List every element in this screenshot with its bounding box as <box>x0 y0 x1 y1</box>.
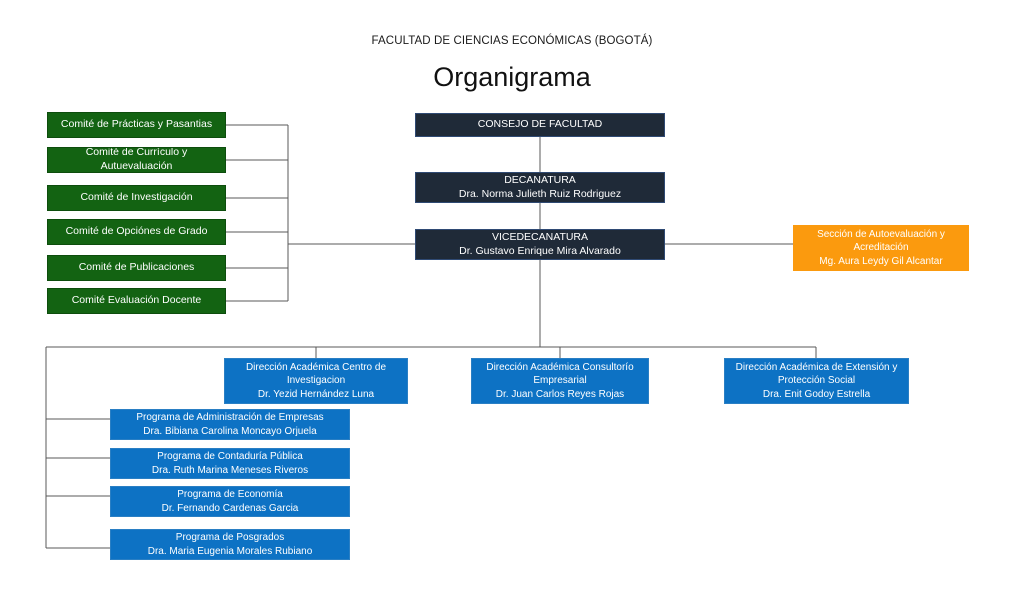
seccion-autoevaluacion-box[interactable]: Sección de Autoevaluación y Acreditación… <box>793 225 969 271</box>
committee-box[interactable]: Comité de Opciónes de Grado <box>47 219 226 245</box>
node-person: Dra. Bibiana Carolina Moncayo Orjuela <box>143 425 317 437</box>
node-person: Dra. Norma Julieth Ruiz Rodriguez <box>458 187 622 200</box>
committee-box[interactable]: Comité de Publicaciones <box>47 255 226 281</box>
node-title-line1: Dirección Académica Consultorío <box>486 362 634 374</box>
node-title-line1: Sección de Autoevaluación y <box>817 229 945 241</box>
page-title: Organigrama <box>433 62 591 92</box>
node-title: Programa de Administración de Empresas <box>136 412 324 424</box>
vicedecanatura-box[interactable]: VICEDECANATURA Dr. Gustavo Enrique Mira … <box>415 229 665 260</box>
node-person: Dr. Fernando Cardenas Garcia <box>161 502 299 514</box>
programa-box[interactable]: Programa de Posgrados Dra. Maria Eugenia… <box>110 529 350 560</box>
node-title: VICEDECANATURA <box>491 230 589 243</box>
node-title: Programa de Posgrados <box>175 532 285 544</box>
node-title-line2: Investigacion <box>286 375 346 387</box>
node-title-line2: Acreditación <box>853 242 909 254</box>
node-title-line1: Dirección Académica de Extensión y <box>735 362 898 374</box>
node-title: CONSEJO DE FACULTAD <box>477 118 603 131</box>
node-title-line2: Protección Social <box>777 375 856 387</box>
node-title-line2: Empresarial <box>533 375 587 387</box>
node-title: Programa de Contaduría Pública <box>157 451 303 463</box>
node-person: Dra. Enit Godoy Estrella <box>762 388 871 400</box>
committee-box[interactable]: Comité Evaluación Docente <box>47 288 226 314</box>
committee-label: Comité de Opciónes de Grado <box>65 225 208 238</box>
direccion-academica-box[interactable]: Dirección Académica Consultorío Empresar… <box>471 358 649 404</box>
node-title: Programa de Economía <box>177 489 283 501</box>
committee-label: Comité de Prácticas y Pasantias <box>60 118 213 131</box>
programa-box[interactable]: Programa de Contaduría Pública Dra. Ruth… <box>110 448 350 479</box>
node-person: Dr. Yezid Hernández Luna <box>257 388 375 400</box>
node-person: Dra. Maria Eugenia Morales Rubiano <box>147 545 313 557</box>
committee-label: Comité de Publicaciones <box>78 261 195 274</box>
committee-label: Comité de Investigación <box>80 191 193 204</box>
node-person: Dr. Gustavo Enrique Mira Alvarado <box>459 244 621 257</box>
committee-box[interactable]: Comité de Currículo y Autuevaluación <box>47 147 226 173</box>
decanatura-box[interactable]: DECANATURA Dra. Norma Julieth Ruiz Rodri… <box>415 172 665 203</box>
committee-label: Comité de Currículo y Autuevaluación <box>85 147 188 172</box>
programa-box[interactable]: Programa de Administración de Empresas D… <box>110 409 350 440</box>
direccion-academica-box[interactable]: Dirección Académica Centro de Investigac… <box>224 358 408 404</box>
consejo-de-facultad-box[interactable]: CONSEJO DE FACULTAD <box>415 113 665 137</box>
committee-label: Comité Evaluación Docente <box>71 294 202 307</box>
node-person: Mg. Aura Leydy Gil Alcantar <box>819 255 943 267</box>
faculty-subtitle: FACULTAD DE CIENCIAS ECONÓMICAS (BOGOTÁ) <box>371 35 653 47</box>
node-title-line1: Dirección Académica Centro de <box>245 362 387 374</box>
programa-box[interactable]: Programa de Economía Dr. Fernando Carden… <box>110 486 350 517</box>
direccion-academica-box[interactable]: Dirección Académica de Extensión y Prote… <box>724 358 909 404</box>
node-title: DECANATURA <box>504 173 576 186</box>
node-person: Dr. Juan Carlos Reyes Rojas <box>495 388 625 400</box>
node-person: Dra. Ruth Marina Meneses Riveros <box>151 464 309 476</box>
committee-box[interactable]: Comité de Prácticas y Pasantias <box>47 112 226 138</box>
committee-box[interactable]: Comité de Investigación <box>47 185 226 211</box>
